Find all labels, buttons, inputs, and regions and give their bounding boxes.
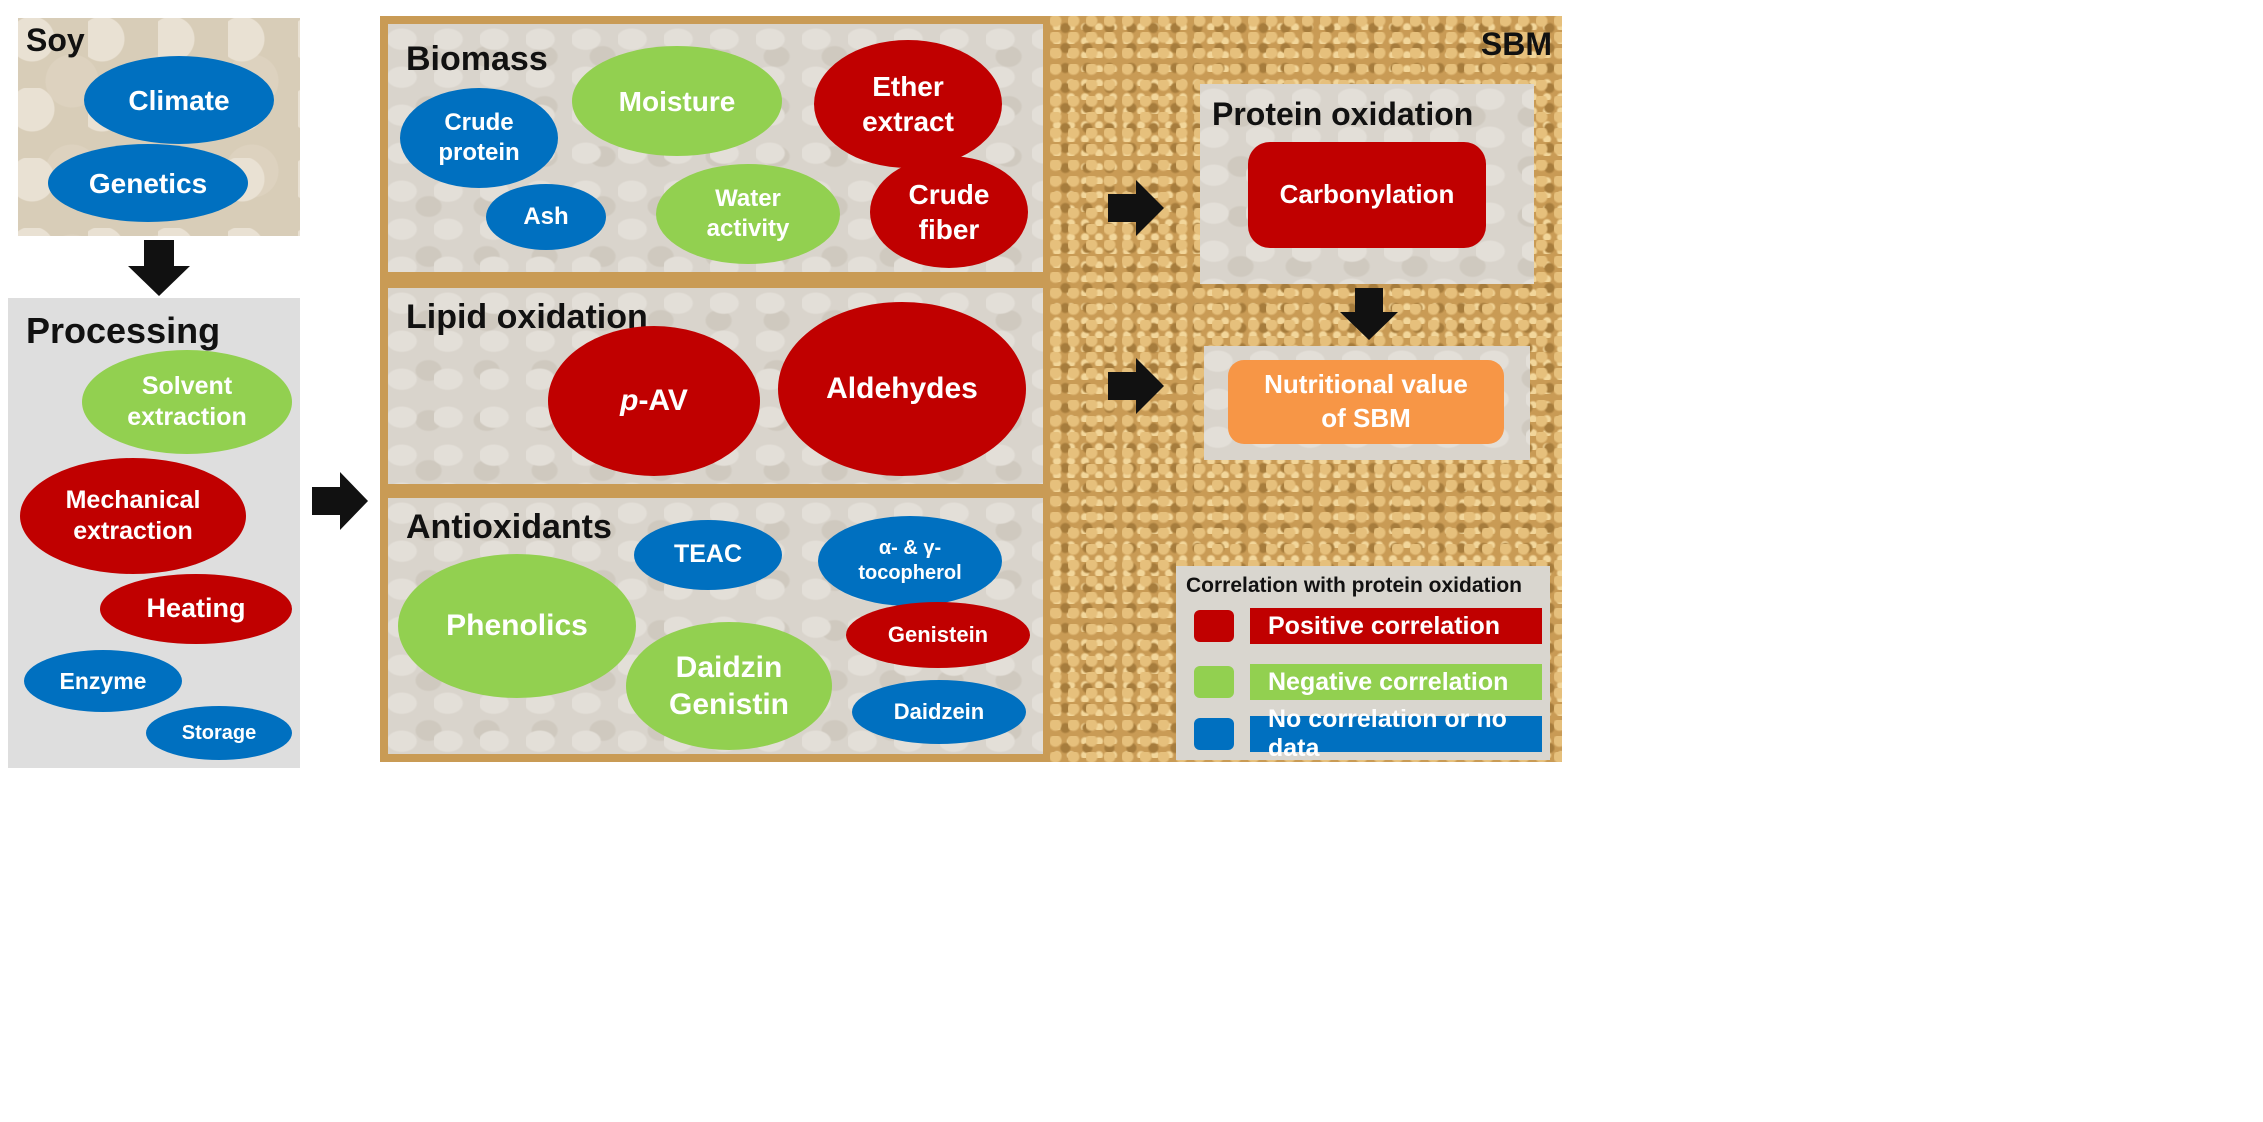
- right-arrow-processing: [312, 472, 368, 530]
- carbonylation-box: Carbonylation: [1248, 142, 1486, 248]
- soy-panel: Soy Climate Genetics: [18, 18, 300, 236]
- protein-oxidation-title: Protein oxidation: [1212, 96, 1474, 132]
- legend: Correlation with protein oxidation Posit…: [1176, 566, 1550, 762]
- legend-swatch-none: [1194, 718, 1234, 750]
- antioxidants-panel: Antioxidants TEAC α- & γ- tocopherol Phe…: [388, 498, 1043, 754]
- lipid-oxidation-title: Lipid oxidation: [406, 298, 648, 336]
- processing-panel: Processing Solvent extraction Mechanical…: [8, 298, 300, 768]
- ether-extract-node: Ether extract: [814, 40, 1002, 168]
- moisture-node: Moisture: [572, 46, 782, 156]
- water-activity-node: Water activity: [656, 164, 840, 264]
- nutritional-value-panel: Nutritional value of SBM: [1204, 346, 1530, 460]
- down-arrow-protein: [1340, 288, 1398, 340]
- right-arrow-to-nutrition: [1108, 358, 1164, 414]
- nutritional-value-box: Nutritional value of SBM: [1228, 360, 1504, 444]
- biomass-title: Biomass: [406, 40, 548, 78]
- p-av-label: p-AV: [620, 384, 688, 418]
- legend-swatch-positive: [1194, 610, 1234, 642]
- phenolics-node: Phenolics: [398, 554, 636, 698]
- daidzein-node: Daidzein: [852, 680, 1026, 744]
- daidzin-genistin-node: Daidzin Genistin: [626, 622, 832, 750]
- lipid-oxidation-panel: Lipid oxidation p-AV Aldehydes: [388, 288, 1043, 484]
- soy-title: Soy: [26, 22, 85, 58]
- processing-title: Processing: [26, 310, 221, 351]
- genistein-node: Genistein: [846, 602, 1030, 668]
- biomass-panel: Biomass Crude protein Moisture Ether ext…: [388, 24, 1043, 272]
- legend-label-negative: Negative correlation: [1250, 664, 1542, 700]
- tocopherol-node: α- & γ- tocopherol: [818, 516, 1002, 606]
- teac-node: TEAC: [634, 520, 782, 590]
- down-arrow-soy: [128, 240, 190, 296]
- storage-node: Storage: [146, 706, 292, 760]
- legend-title: Correlation with protein oxidation: [1186, 574, 1522, 597]
- right-arrow-to-protein: [1108, 180, 1164, 236]
- solvent-extraction-node: Solvent extraction: [82, 350, 292, 454]
- crude-protein-node: Crude protein: [400, 88, 558, 188]
- legend-label-none: No correlation or no data: [1250, 705, 1542, 762]
- crude-fiber-node: Crude fiber: [870, 156, 1028, 268]
- climate-node: Climate: [84, 56, 274, 144]
- antioxidants-title: Antioxidants: [406, 508, 612, 546]
- ash-node: Ash: [486, 184, 606, 250]
- sbm-title: SBM: [1480, 26, 1552, 62]
- protein-oxidation-panel: Protein oxidation Carbonylation: [1200, 84, 1534, 284]
- aldehydes-node: Aldehydes: [778, 302, 1026, 476]
- mechanical-extraction-node: Mechanical extraction: [20, 458, 246, 574]
- p-av-node: p-AV: [548, 326, 760, 476]
- legend-swatch-negative: [1194, 666, 1234, 698]
- genetics-node: Genetics: [48, 144, 248, 222]
- heating-node: Heating: [100, 574, 292, 644]
- legend-label-positive: Positive correlation: [1250, 608, 1542, 644]
- enzyme-node: Enzyme: [24, 650, 182, 712]
